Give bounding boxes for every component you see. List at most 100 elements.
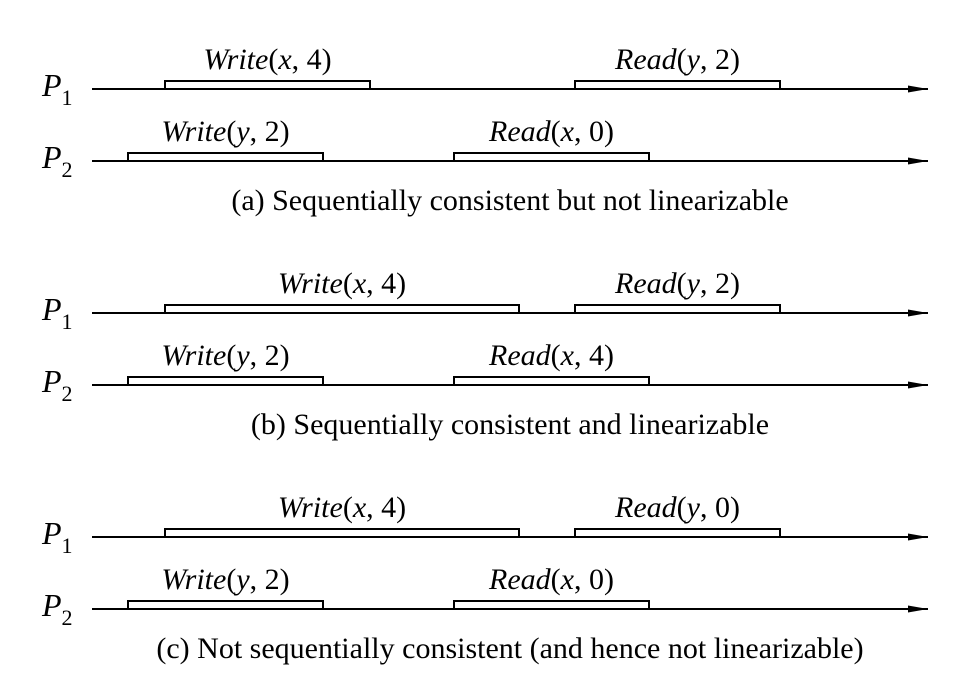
operation-label: Read(y, 0) <box>614 491 740 524</box>
op-value: 2 <box>715 43 730 76</box>
process-subscript: 2 <box>62 157 73 182</box>
process-name: P <box>41 291 62 327</box>
operation-interval <box>127 600 324 610</box>
operation: Write(y, 2) <box>127 115 324 162</box>
operation-label: Read(y, 2) <box>614 267 740 300</box>
op-name: Write <box>161 563 226 596</box>
process-row: P1 Write(x, 4) Read(y, 0) <box>41 491 928 558</box>
op-value: 4 <box>381 491 396 524</box>
operation-label: Read(x, 0) <box>488 115 614 148</box>
operation-label: Write(x, 4) <box>278 267 406 300</box>
operation-interval <box>453 376 650 386</box>
process-label: P2 <box>41 139 73 182</box>
operation: Read(x, 4) <box>453 339 650 386</box>
op-variable: x <box>560 115 575 148</box>
op-value: 0 <box>589 563 604 596</box>
operation-label: Read(y, 2) <box>614 43 740 76</box>
op-name: Read <box>488 115 552 148</box>
panel-caption: (b) Sequentially consistent and lineariz… <box>251 408 769 441</box>
process-name: P <box>41 363 62 399</box>
process-label: P1 <box>41 291 73 334</box>
operation-label: Write(y, 2) <box>161 339 289 372</box>
process-label: P1 <box>41 515 73 558</box>
op-variable: y <box>233 563 250 596</box>
operation: Read(y, 2) <box>574 43 781 90</box>
op-name: Write <box>203 43 268 76</box>
operation: Write(x, 4) <box>164 267 520 314</box>
operation: Write(y, 2) <box>127 563 324 610</box>
op-variable: x <box>560 563 575 596</box>
process-label: P2 <box>41 587 73 630</box>
op-variable: x <box>277 43 292 76</box>
process-name: P <box>41 139 62 175</box>
op-variable: x <box>352 491 367 524</box>
op-name: Read <box>614 491 678 524</box>
operation-label: Write(y, 2) <box>161 115 289 148</box>
op-variable: y <box>684 43 701 76</box>
operation-interval <box>127 376 324 386</box>
op-value: 0 <box>715 491 730 524</box>
operation: Read(y, 2) <box>574 267 781 314</box>
operation-interval <box>127 152 324 162</box>
op-name: Read <box>614 267 678 300</box>
op-value: 2 <box>265 115 280 148</box>
operation-label: Read(x, 0) <box>488 563 614 596</box>
process-subscript: 2 <box>62 381 73 406</box>
operation: Read(x, 0) <box>453 563 650 610</box>
op-value: 0 <box>589 115 604 148</box>
process-subscript: 1 <box>62 85 73 110</box>
op-variable: y <box>233 339 250 372</box>
panel-caption: (c) Not sequentially consistent (and hen… <box>156 632 863 665</box>
operation-interval <box>164 80 371 90</box>
operation: Write(x, 4) <box>164 491 520 538</box>
op-value: 4 <box>307 43 322 76</box>
op-name: Write <box>278 267 343 300</box>
operation-label: Write(x, 4) <box>278 491 406 524</box>
operation-label: Write(y, 2) <box>161 563 289 596</box>
operation-label: Read(x, 4) <box>488 339 614 372</box>
op-value: 4 <box>381 267 396 300</box>
process-subscript: 1 <box>62 309 73 334</box>
op-name: Write <box>161 339 226 372</box>
op-variable: y <box>233 115 250 148</box>
operation: Write(x, 4) <box>164 43 371 90</box>
op-variable: y <box>684 491 701 524</box>
process-subscript: 2 <box>62 605 73 630</box>
op-variable: x <box>352 267 367 300</box>
process-row: P1 Write(x, 4) Read(y, 2) <box>41 267 928 334</box>
operation: Read(y, 0) <box>574 491 781 538</box>
operation-interval <box>453 152 650 162</box>
op-name: Write <box>161 115 226 148</box>
process-name: P <box>41 587 62 623</box>
operation-interval <box>164 304 520 314</box>
process-row: P1 Write(x, 4) Read(y, 2) <box>41 43 928 110</box>
operation-interval <box>453 600 650 610</box>
op-variable: x <box>560 339 575 372</box>
op-name: Read <box>488 339 552 372</box>
op-value: 4 <box>589 339 604 372</box>
panel-caption: (a) Sequentially consistent but not line… <box>231 184 788 217</box>
process-subscript: 1 <box>62 533 73 558</box>
operation-interval <box>574 528 781 538</box>
process-name: P <box>41 67 62 103</box>
operation: Write(y, 2) <box>127 339 324 386</box>
op-variable: y <box>684 267 701 300</box>
op-value: 2 <box>715 267 730 300</box>
op-name: Write <box>278 491 343 524</box>
operation-interval <box>574 80 781 90</box>
op-value: 2 <box>265 563 280 596</box>
op-name: Read <box>614 43 678 76</box>
process-label: P2 <box>41 363 73 406</box>
process-name: P <box>41 515 62 551</box>
operation: Read(x, 0) <box>453 115 650 162</box>
process-label: P1 <box>41 67 73 110</box>
operation-interval <box>574 304 781 314</box>
op-value: 2 <box>265 339 280 372</box>
operation-label: Write(x, 4) <box>203 43 331 76</box>
